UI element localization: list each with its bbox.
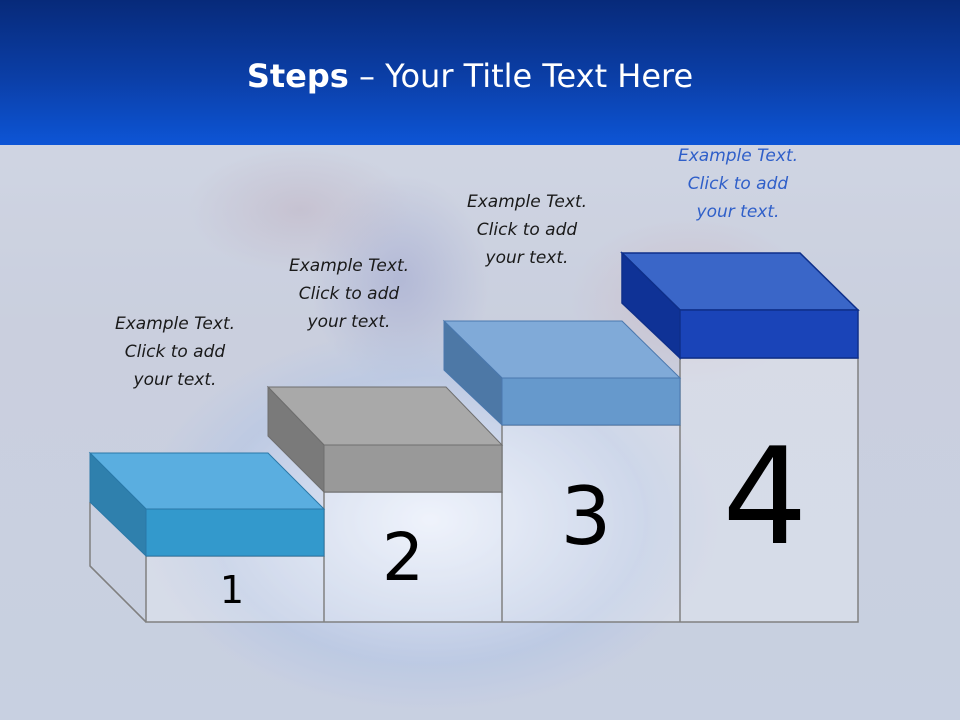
caption-line: Example Text. [114,314,236,334]
step-number-2: 2 [382,519,424,596]
caption-line: Example Text. [466,192,588,212]
step-block-1[interactable] [88,451,326,558]
caption-line: Click to add [124,342,226,362]
caption-line: your text. [485,248,569,268]
step-caption-2[interactable]: Example Text. Click to add your text. [264,252,434,336]
step-caption-4[interactable]: Example Text. Click to add your text. [653,142,823,226]
step-block-2[interactable] [266,385,504,494]
caption-line: Click to add [476,220,578,240]
step-number-1: 1 [219,568,245,612]
title-bar: Steps – Your Title Text Here [0,0,960,145]
step-block-4[interactable] [620,251,860,360]
caption-line: Example Text. [288,256,410,276]
title-rest: – Your Title Text Here [348,57,694,95]
step-caption-1[interactable]: Example Text. Click to add your text. [90,310,260,394]
caption-line: your text. [133,370,217,390]
caption-line: your text. [696,202,780,222]
slide-title[interactable]: Steps – Your Title Text Here [0,56,940,96]
step-block-3[interactable] [442,319,682,427]
caption-line: your text. [307,312,391,332]
step-caption-3[interactable]: Example Text. Click to add your text. [442,188,612,272]
step-number-3: 3 [560,470,612,563]
step-number-4: 4 [722,419,808,575]
title-bold: Steps [246,57,349,95]
caption-line: Click to add [687,174,789,194]
caption-line: Click to add [298,284,400,304]
caption-line: Example Text. [677,146,799,166]
